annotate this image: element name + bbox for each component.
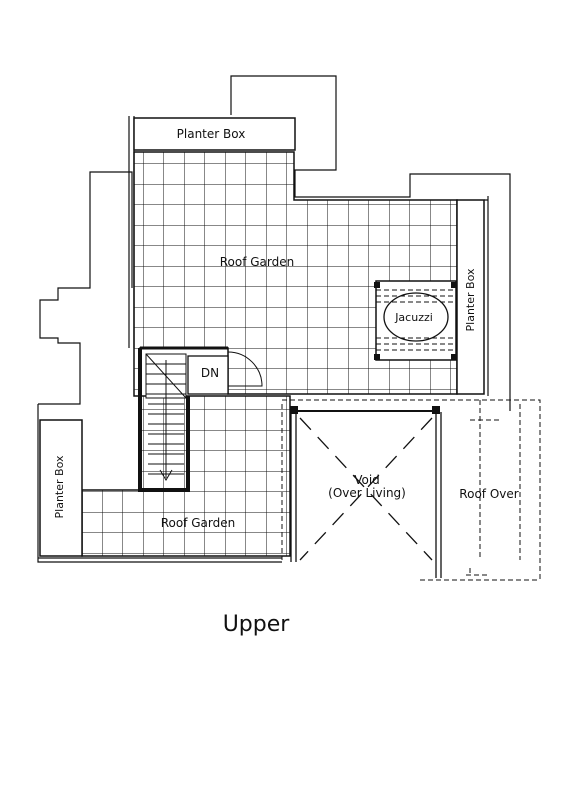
planter-box-left-label: Planter Box <box>53 455 66 518</box>
planter-box-top <box>133 117 296 151</box>
planter-box-right-label: Planter Box <box>464 268 477 331</box>
staircase <box>138 346 229 492</box>
jacuzzi-label: Jacuzzi <box>394 311 433 324</box>
planter-box-right <box>456 199 485 395</box>
roof-over-label: Roof Over <box>459 487 518 501</box>
void-area <box>290 406 442 578</box>
roof-over-outline <box>281 399 541 581</box>
dn-label: DN <box>201 366 219 380</box>
floor-caption: Upper <box>222 612 290 637</box>
planter-box-right-wall <box>484 196 489 396</box>
outer-wall <box>37 116 282 563</box>
planter-box-left <box>39 419 83 557</box>
upper-roof-outline <box>230 75 511 411</box>
roof-garden-top-label: Roof Garden <box>220 255 295 269</box>
void-label: Void <box>354 473 380 487</box>
door-swing <box>227 351 263 387</box>
roof-garden-bottom-label: Roof Garden <box>161 516 236 530</box>
jacuzzi-platform <box>374 280 457 361</box>
jacuzzi-tub <box>383 292 449 342</box>
left-roof-outline <box>38 171 133 405</box>
void-sublabel: (Over Living) <box>328 486 406 500</box>
planter-box-top-label: Planter Box <box>177 127 246 141</box>
